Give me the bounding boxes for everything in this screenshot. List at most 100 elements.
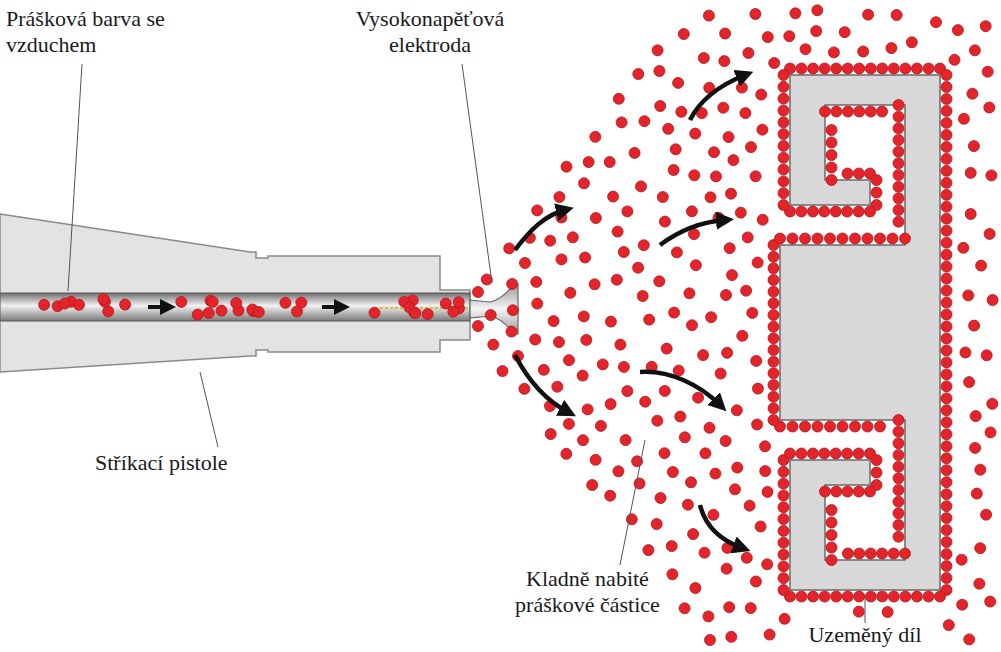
powder-particle [548,316,559,327]
powder-particle [853,486,864,497]
powder-particle [964,377,975,388]
powder-particle [900,63,911,74]
powder-particle [871,187,882,198]
powder-particle [727,270,738,281]
powder-particle [704,422,715,433]
powder-particle [893,508,904,519]
powder-particle [684,288,695,299]
powder-particle [941,549,952,560]
powder-particle [877,106,888,117]
powder-particle [530,334,541,345]
powder-particle [779,613,790,624]
powder-particle [666,541,677,552]
powder-particle [752,257,763,268]
powder-particle [958,242,969,253]
powder-particle [741,552,752,563]
part-label: Stříkací pistole [95,450,315,476]
powder-particle [654,66,665,77]
powder-particle [787,421,798,432]
powder-particle [941,189,952,200]
powder-particle [563,418,574,429]
spray-arrow [690,75,745,120]
powder-particle [808,591,819,602]
powder-particle [755,521,766,532]
powder-particle [778,105,789,116]
powder-particle [595,420,606,431]
powder-particle [742,232,753,243]
powder-particle [865,591,876,602]
powder-particle [941,573,952,584]
powder-particle [941,513,952,524]
powder-particle [976,260,987,271]
powder-particle [633,262,644,273]
powder-particle [842,63,853,74]
spray-arrow [700,505,742,548]
powder-particle [579,178,590,189]
powder-particle [690,583,701,594]
powder-particle [893,531,904,542]
powder-particle [519,383,530,394]
powder-particle [668,165,679,176]
powder-particle [538,364,549,375]
powder-particle [686,477,697,488]
powder-particle [657,192,668,203]
powder-particle [981,350,992,361]
powder-particle [747,307,758,318]
powder-particle [636,181,647,192]
powder-particle [667,569,678,580]
powder-particle [488,339,499,350]
powder-particle [700,448,711,459]
powder-particle [703,10,714,21]
powder-particle [941,357,952,368]
powder-particle [597,359,608,370]
powder-particle [984,102,995,113]
powder-particle [800,44,811,55]
powder-particle [369,307,380,318]
powder-particle [965,209,976,220]
powder-particle [820,486,831,497]
powder-particle [784,31,795,42]
powder-particle [935,591,946,602]
powder-particle [507,278,518,289]
powder-particle [659,385,670,396]
powder-particle [963,290,974,301]
powder-particle [826,555,837,566]
powder-particle [744,500,755,511]
powder-particle [639,116,650,127]
powder-particle [842,591,853,602]
powder-particle [589,279,600,290]
powder-particle [941,177,952,188]
powder-particle [751,355,762,366]
powder-particle [877,548,888,559]
powder-particle [545,235,556,246]
powder-particle [865,63,876,74]
powder-particle [826,175,837,186]
powder-particle [504,243,515,254]
powder-particle [752,383,763,394]
powder-particle [507,305,518,316]
powder-particle [893,450,904,461]
powder-particle [877,63,888,74]
powder-particle [831,63,842,74]
powder-particle [837,233,848,244]
powder-particle [865,548,876,559]
powder-particle [497,366,508,377]
powder-particle [956,554,967,565]
powder-particle [778,502,789,513]
powder-particle [203,307,214,318]
powder-particle [974,578,985,589]
powder-particle [969,45,980,56]
powder-particle [453,297,464,308]
powder-particle [826,505,837,516]
powder-particle [768,275,779,286]
powder-particle [673,77,684,88]
powder-particle [952,25,963,36]
powder-particle [651,519,662,530]
powder-particle [981,509,992,520]
powder-particle [826,530,837,541]
powder-particle [778,490,789,501]
powder-particle [561,448,572,459]
powder-particle [968,141,979,152]
powder-particle [854,106,865,117]
